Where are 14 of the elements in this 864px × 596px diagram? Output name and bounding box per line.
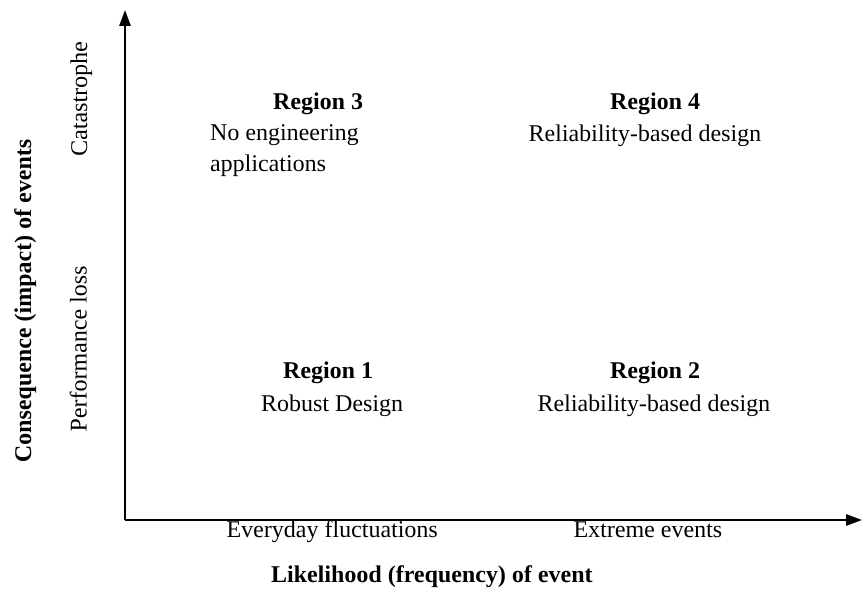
region-description: Reliability-based design (528, 120, 762, 148)
region-description: No engineering applications (210, 119, 360, 179)
axis-category-label: Extreme events (574, 516, 722, 544)
region-heading: Region 3 (273, 88, 363, 116)
axis-category-label: Catastrophe (65, 40, 94, 156)
axis-title: Consequence (impact) of events (10, 138, 38, 462)
region-description: Robust Design (261, 390, 404, 418)
axis-category-label: Everyday fluctuations (226, 516, 438, 544)
axis-title: Likelihood (frequency) of event (271, 560, 593, 590)
axis-category-label: Performance loss (65, 265, 94, 431)
region-heading: Region 1 (283, 356, 373, 386)
region-description: Reliability-based design (538, 390, 770, 418)
region-heading: Region 4 (610, 88, 700, 116)
region-heading: Region 2 (610, 356, 700, 386)
